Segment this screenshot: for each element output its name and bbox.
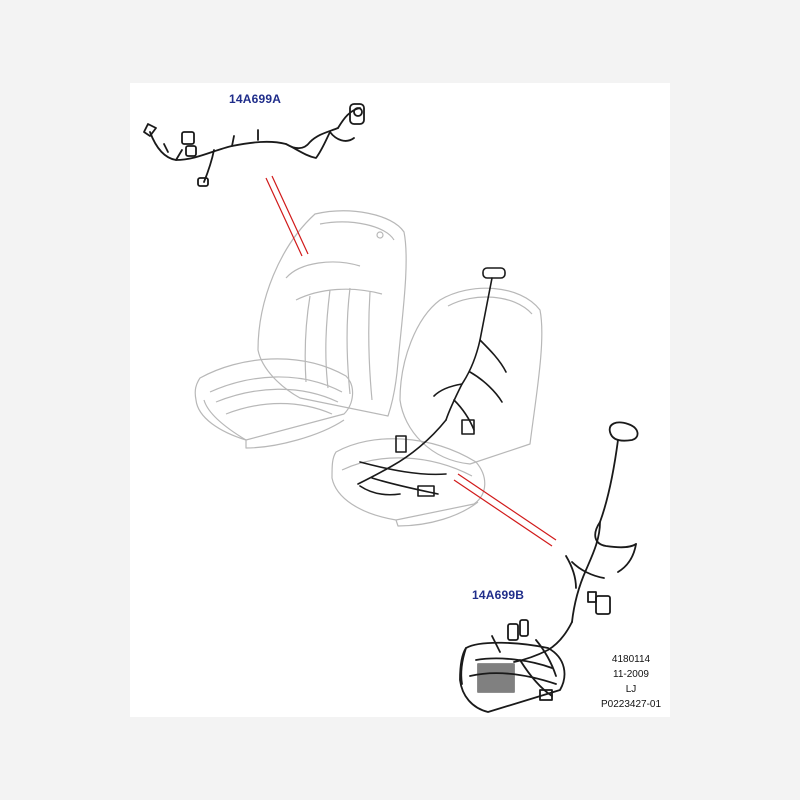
harness-14a699b <box>459 421 639 713</box>
harness-14a699a <box>143 103 365 187</box>
part-callout-14a699a: 14A699A <box>229 92 282 106</box>
seat-outline-right <box>331 287 543 527</box>
ref-drawing-id: P0223427-01 <box>600 699 662 710</box>
leader-lines <box>265 175 557 547</box>
installed-harness <box>357 267 507 497</box>
reference-block: 4180114 11-2009 LJ P0223427-01 <box>576 652 686 712</box>
ref-date: 11-2009 <box>613 669 649 680</box>
seat-outline-left <box>194 210 407 449</box>
part-callout-14a699b: 14A699B <box>472 588 525 602</box>
ref-initials: LJ <box>625 684 637 695</box>
ref-number: 4180114 <box>611 654 651 665</box>
